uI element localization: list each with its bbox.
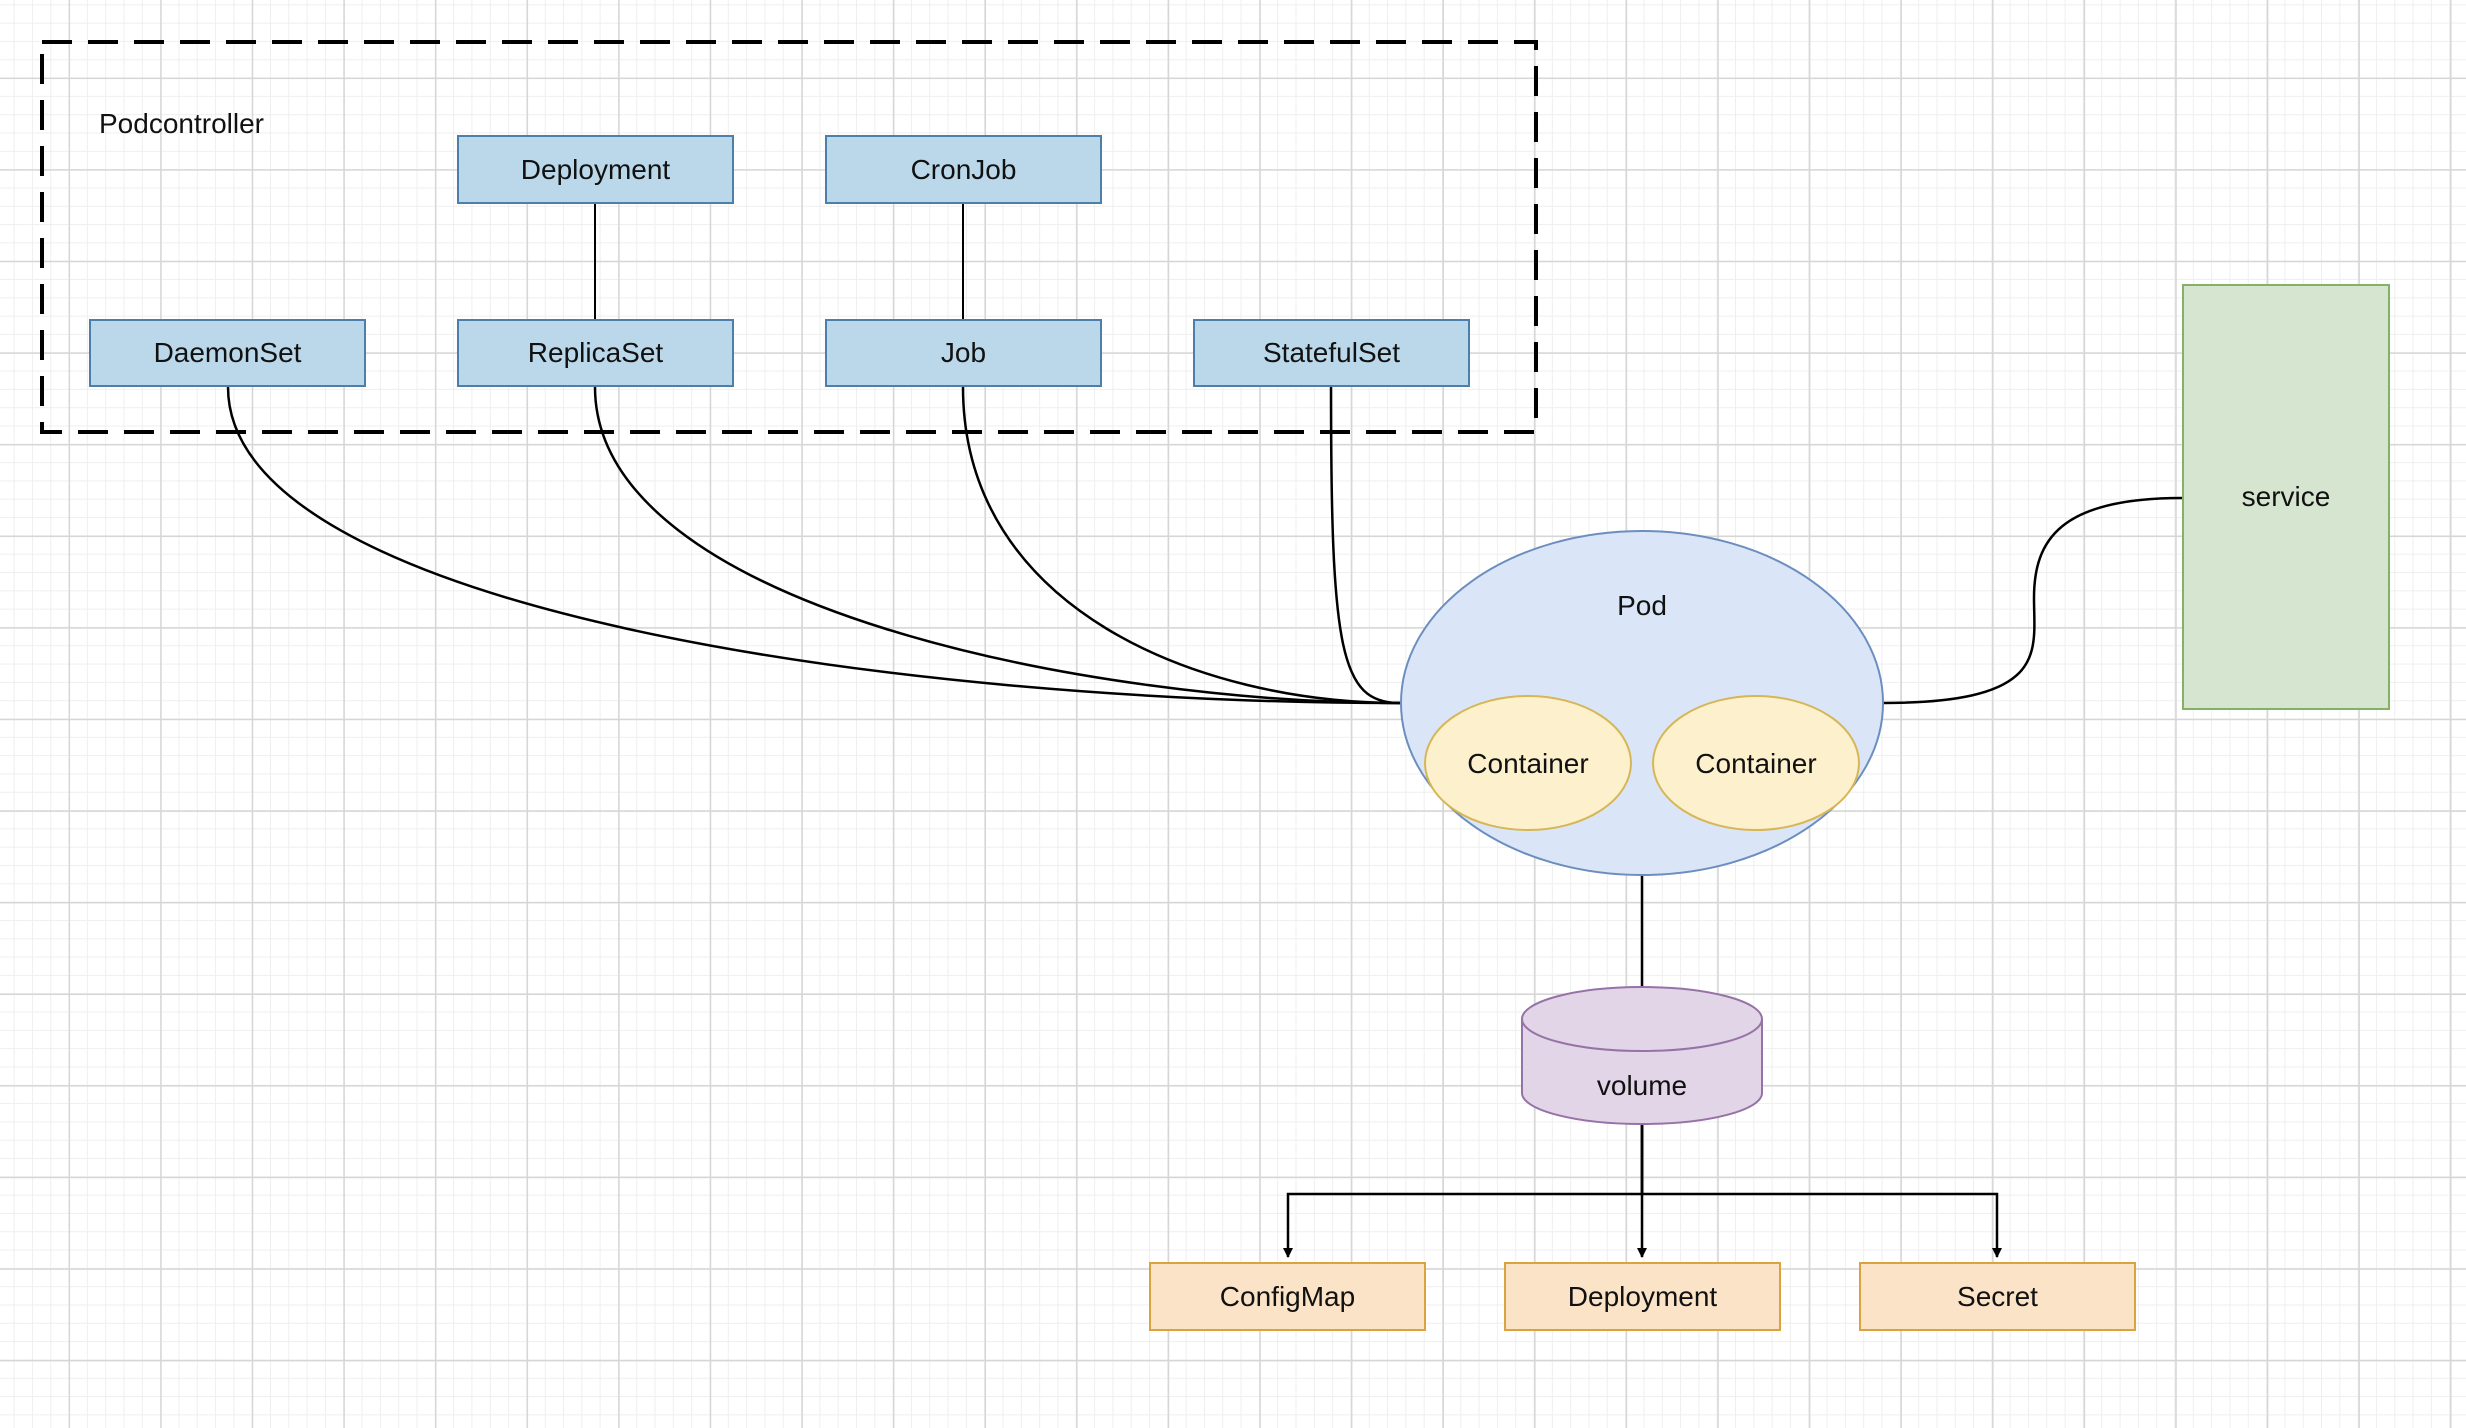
service-node[interactable]: service <box>2182 284 2390 710</box>
secret-node[interactable]: Secret <box>1859 1262 2136 1331</box>
statefulset-node[interactable]: StatefulSet <box>1193 319 1470 387</box>
configmap-node[interactable]: ConfigMap <box>1149 1262 1426 1331</box>
podcontroller-group[interactable] <box>40 40 1538 434</box>
edge-replicaset-pod[interactable] <box>593 386 1401 705</box>
container-2-label: Container <box>1695 748 1817 779</box>
container-1-label: Container <box>1467 748 1589 779</box>
edge-pod-service[interactable] <box>1882 496 2183 705</box>
volume-cylinder[interactable] <box>1521 986 1763 1125</box>
daemonset-node[interactable]: DaemonSet <box>89 319 366 387</box>
edge-statefulset-pod[interactable] <box>1329 386 1401 705</box>
volume-label: volume <box>1596 1070 1688 1101</box>
deployment-node[interactable]: Deployment <box>457 135 734 204</box>
edge-daemonset-pod[interactable] <box>226 386 1401 705</box>
deployment-source-node[interactable]: Deployment <box>1504 1262 1781 1331</box>
edge-volume-configmap[interactable] <box>1283 1125 1644 1258</box>
cronjob-node[interactable]: CronJob <box>825 135 1102 204</box>
container-1-ellipse[interactable] <box>1424 695 1632 831</box>
pod-ellipse[interactable] <box>1400 530 1884 876</box>
podcontroller-label: Podcontroller <box>99 108 264 139</box>
edge-job-pod[interactable] <box>961 386 1401 705</box>
pod-label: Pod <box>1617 590 1667 621</box>
container-2-ellipse[interactable] <box>1652 695 1860 831</box>
job-node[interactable]: Job <box>825 319 1102 387</box>
edge-volume-secret[interactable] <box>1640 1125 2002 1258</box>
replicaset-node[interactable]: ReplicaSet <box>457 319 734 387</box>
